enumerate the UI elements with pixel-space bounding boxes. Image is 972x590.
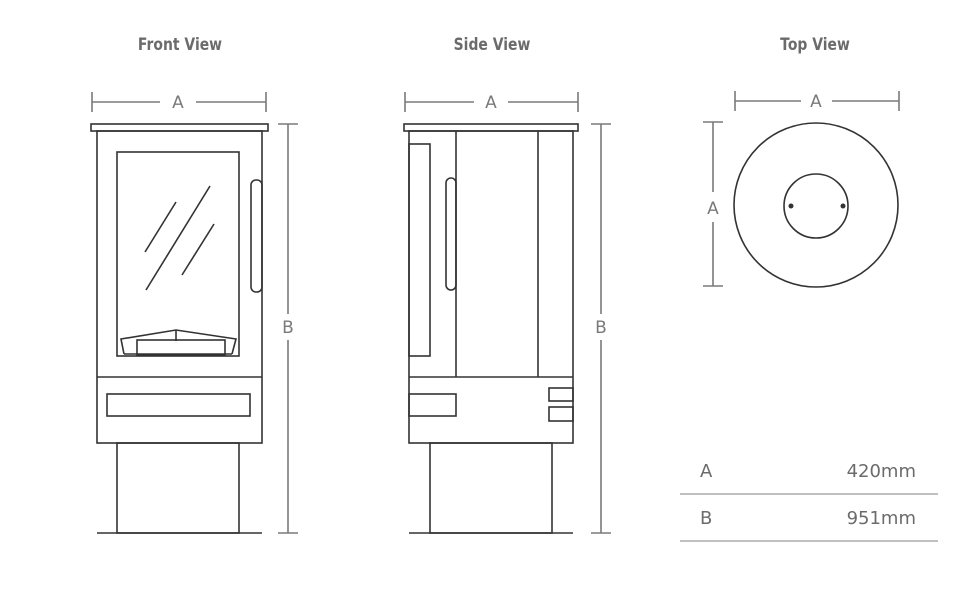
top-width-label: A [810,92,822,112]
side-view: A B [403,92,611,534]
front-view: A B [90,92,298,534]
front-ash-drawer [106,393,251,417]
top-view-title: Top View [780,35,850,55]
side-ash-drawer [408,393,457,417]
top-depth-label: A [707,199,719,219]
front-view-title: Front View [138,35,222,55]
top-flue-circle [783,173,849,239]
table-row-b-label: B [700,508,712,529]
side-view-title: Side View [454,35,531,55]
side-top-plate [403,123,579,132]
side-control-upper [548,387,574,402]
top-outer-circle [733,122,899,288]
table-row-b-value: 951mm [847,508,916,529]
side-door-handle [445,177,457,291]
top-flue-bolt-right [840,203,846,209]
side-pedestal [429,442,553,534]
top-view: A A [703,91,900,288]
front-top-plate [90,123,269,132]
side-control-lower [548,406,574,422]
side-height-dimension [591,123,611,534]
front-width-label: A [172,93,184,113]
top-flue-bolt-left [788,203,794,209]
top-depth-dimension [703,121,723,287]
side-door-edge [408,143,431,357]
side-height-label: B [595,318,607,338]
front-log-set [120,329,238,356]
dimensions-table: A 420mm B 951mm [680,461,938,542]
top-width-dimension [734,91,900,111]
side-width-label: A [485,93,497,113]
front-height-label: B [282,318,294,338]
front-glass-door [116,151,240,357]
front-body [96,130,263,444]
front-height-dimension [278,123,298,534]
front-door-handle [250,179,263,293]
side-width-dimension [404,92,579,112]
table-row-a-label: A [700,461,713,482]
front-pedestal [116,442,240,534]
front-width-dimension [91,92,267,112]
table-row-a-value: 420mm [847,461,916,482]
